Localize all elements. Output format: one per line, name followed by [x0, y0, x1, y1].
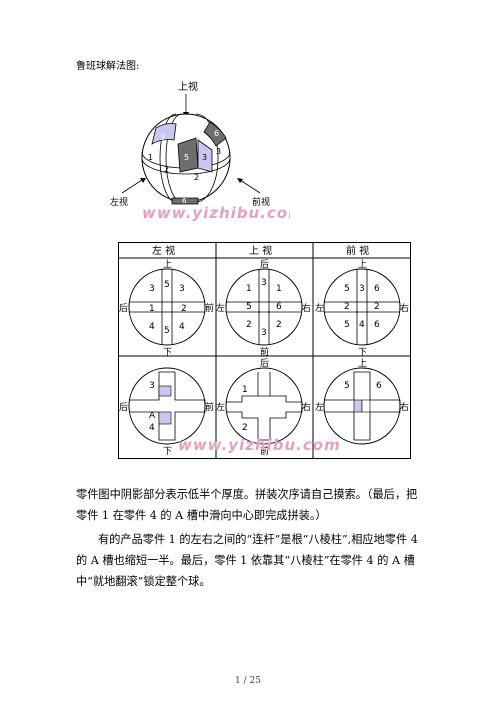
r2m-leftside: 左: [216, 401, 225, 413]
ball-part-5: 5: [184, 153, 189, 162]
r1l-n2: 3: [179, 284, 185, 294]
r1l-n4: 2: [181, 304, 187, 314]
r2l-rightside: 前: [205, 401, 214, 413]
r1r-leftside: 左: [315, 302, 324, 314]
header-front-view: 前 视: [346, 244, 369, 257]
ball-part-3b: 3: [202, 153, 207, 162]
page-heading: 鲁班球解法图:: [76, 61, 140, 72]
r1m-bottom: 前: [260, 346, 269, 358]
r1l-rightside: 前: [205, 302, 214, 314]
watermark-table: www.yizhibu.com: [178, 436, 341, 454]
r1m-top: 后: [260, 259, 269, 270]
row2-top-view: 后 前 左 右 1 2: [216, 358, 311, 457]
label-left-view: 左视: [110, 196, 128, 208]
row1-front-view: 上 下 左 右 5 3 6 2 2 5 4 6: [315, 259, 409, 358]
row1-top-view: 后 前 左 右 1 3 1 5 6 2 3 2: [216, 259, 311, 358]
label-front-view: 前视: [252, 196, 270, 208]
ball-3d-figure: 上视 左视 前视 3 1 5 3 2 2 6 3 6 www.yizhibu.c…: [110, 80, 290, 222]
r1m-rightside: 右: [302, 302, 311, 314]
r1l-bottom: 下: [163, 348, 172, 358]
ball-part-6b: 6: [182, 197, 187, 205]
row2-left-view: 下 后 前 3 A 4: [119, 367, 214, 457]
ball: 3 1 5 3 2 2 6 3 6: [141, 113, 231, 205]
view-labels: 上视 左视 前视: [110, 80, 270, 208]
r1l-leftside: 后: [119, 303, 128, 314]
ball-part-3a: 3: [160, 133, 165, 142]
r1m-n0: 1: [246, 284, 252, 294]
r2r-rightside: 右: [400, 401, 409, 413]
r1r-n2: 6: [374, 284, 380, 294]
r2l-n0: 3: [149, 381, 155, 391]
r1m-n3: 5: [246, 302, 252, 312]
r2m-n0: 1: [242, 385, 248, 395]
r1m-n7: 2: [276, 320, 282, 330]
r1r-top: 上: [358, 259, 367, 270]
r1l-n0: 3: [149, 284, 155, 294]
r2r-top: 上: [358, 358, 367, 369]
header-left-view: 左 视: [152, 244, 175, 257]
page-number: 1 / 25: [235, 676, 261, 686]
r1r-bottom: 下: [358, 348, 367, 358]
r1r-n7: 6: [374, 320, 380, 330]
row2-front-view: 上 左 右 5 6: [315, 358, 409, 445]
ball-part-6a: 6: [214, 129, 219, 138]
r2r-n0: 5: [344, 381, 350, 391]
ball-part-2a: 2: [164, 165, 169, 174]
r2r-leftside: 左: [315, 401, 324, 413]
r1m-leftside: 左: [216, 302, 225, 314]
r2m-n1: 2: [242, 423, 248, 433]
paragraph-2: 有的产品零件 1 的左右之间的“连杆”是根“八棱柱”,相应地零件 4 的 A 槽…: [76, 533, 418, 588]
r1m-n1: 3: [261, 278, 267, 288]
r1m-n6: 3: [261, 328, 267, 338]
r1l-n5: 4: [149, 322, 155, 332]
r2m-top: 后: [260, 358, 269, 369]
r1r-n0: 5: [344, 284, 350, 294]
r1r-rightside: 右: [400, 302, 409, 314]
watermark-top: www.yizhibu.com: [142, 204, 290, 222]
r1l-top: 上: [163, 259, 172, 270]
r2l-leftside: 后: [119, 402, 128, 413]
r2m-rightside: 右: [302, 401, 311, 413]
r2l-n2: 4: [149, 423, 155, 433]
r2l-bottom: 下: [163, 447, 172, 457]
r1r-n5: 5: [344, 320, 350, 330]
r1l-n7: 4: [179, 322, 185, 332]
r2r-n1: 6: [376, 381, 382, 391]
paragraph-1: 零件图中阴影部分表示低半个厚度。拼装次序请自己摸索。（最后，把零件 1 在零件 …: [76, 488, 418, 522]
r1m-n2: 1: [276, 284, 282, 294]
r1l-n3: 1: [149, 304, 155, 314]
header-top-view: 上 视: [249, 244, 272, 257]
r2l-n1: A: [149, 411, 156, 421]
ball-part-1: 1: [148, 153, 153, 162]
r1l-n1: 5: [164, 280, 170, 290]
label-top-view: 上视: [178, 80, 198, 93]
r1r-n4: 2: [374, 302, 380, 312]
ball-part-3c: 3: [216, 147, 221, 156]
r1m-n5: 2: [246, 320, 252, 330]
r1r-n1: 3: [359, 284, 365, 294]
r2m-bottom: 前: [260, 445, 269, 457]
r1l-n6: 5: [164, 326, 170, 336]
views-table: 左 视 上 视 前 视 上 下 后 前 3 5 3 1 2 4 5 4 后 前 …: [118, 242, 411, 459]
r1m-n4: 6: [276, 302, 282, 312]
r1r-n6: 4: [359, 320, 365, 330]
r1r-n3: 2: [344, 302, 350, 312]
ball-part-2b: 2: [194, 173, 199, 182]
row1-left-view: 上 下 后 前 3 5 3 1 2 4 5 4: [119, 259, 214, 358]
